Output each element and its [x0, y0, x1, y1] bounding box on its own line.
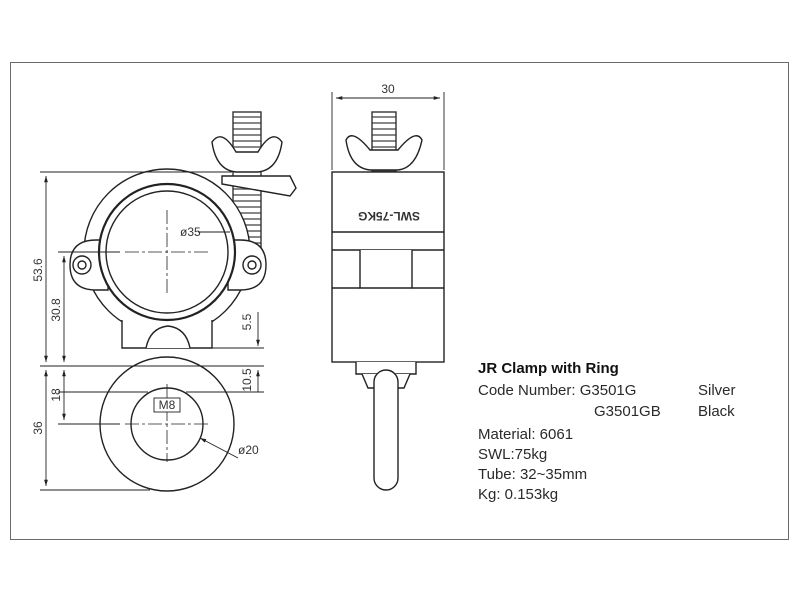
dim-ring-center: 18 [49, 388, 63, 402]
dim-tube-diameter: ø35 [180, 225, 201, 239]
dim-ring-offset: 10.5 [240, 368, 254, 392]
dim-overall-height: 53.6 [31, 258, 45, 282]
front-wing-nut [211, 136, 283, 173]
dim-thread: M8 [159, 398, 176, 412]
spec-tube: Tube: 32~35mm [478, 466, 588, 483]
spec-swl: SWL:75kg [478, 446, 548, 463]
side-wing-nut [345, 135, 423, 171]
side-view [331, 111, 445, 491]
spec-code-2: G3501GB [594, 403, 661, 420]
dim-top-width: 30 [381, 82, 395, 96]
spec-material: Material: 6061 [478, 426, 574, 443]
spec-weight: Kg: 0.153kg [478, 486, 559, 503]
dim-body-height: 30.8 [49, 298, 63, 322]
front-view [69, 111, 297, 492]
swl-marking: SWL-75KG [358, 209, 420, 223]
dim-ring-height: 36 [31, 421, 45, 435]
drawing-frame [10, 62, 789, 540]
side-ring [373, 369, 399, 491]
spec-code-1-color: Silver [698, 382, 736, 399]
spec-code-number: Code Number: G3501G [478, 382, 637, 399]
dim-ring-diameter: ø20 [238, 443, 259, 457]
spec-title: JR Clamp with Ring [478, 360, 619, 377]
side-dimensions [331, 92, 445, 170]
front-dimensions [40, 171, 264, 491]
spec-code-2-color: Black [698, 403, 735, 420]
dim-boss-height: 5.5 [240, 313, 254, 330]
